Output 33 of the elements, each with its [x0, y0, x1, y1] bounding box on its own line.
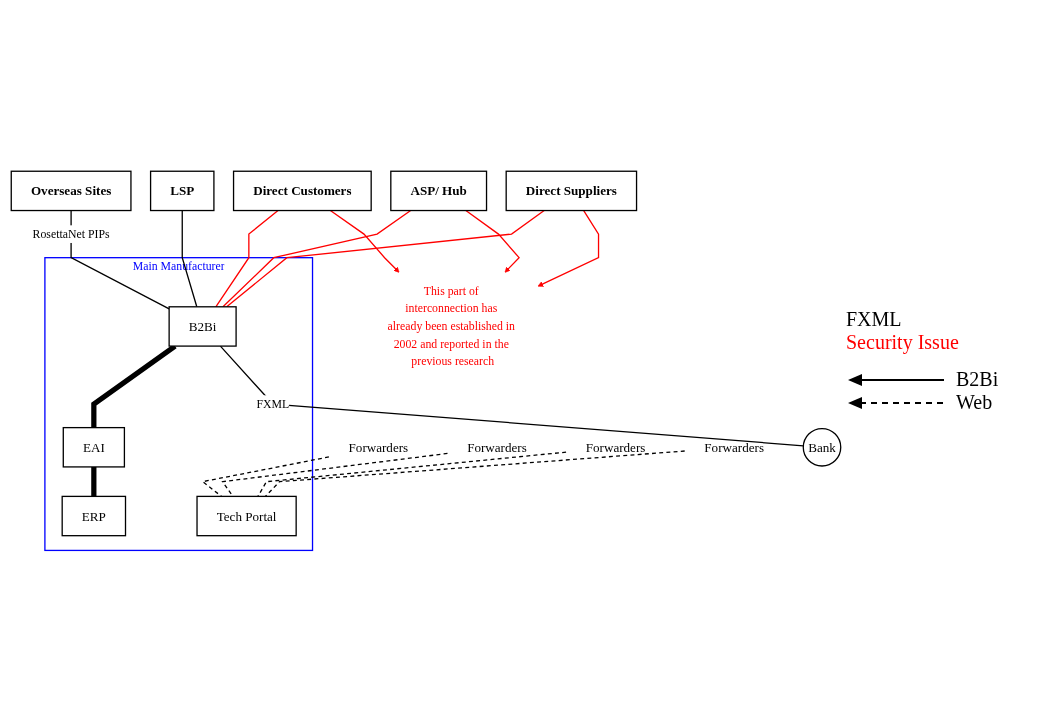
node-box: Direct Suppliers: [505, 170, 638, 212]
connector: [91, 344, 177, 428]
connector: [222, 210, 412, 308]
connector: [226, 210, 545, 308]
node-text: Forwarders: [348, 440, 409, 455]
node-box: EAI: [62, 427, 126, 468]
node-text: Forwarders: [585, 440, 646, 455]
node-text: Forwarders: [467, 440, 527, 455]
arrow: [465, 210, 520, 273]
connector: [219, 345, 804, 447]
note-text: FXML: [846, 308, 903, 331]
note-text: Security Issue: [846, 331, 960, 354]
legend-text: Web: [956, 391, 993, 414]
arrow: [329, 210, 400, 273]
node-text: This part of interconnection has already been established in 2002 and reported in the previous research: [387, 284, 515, 369]
node-circle: Bank: [802, 428, 842, 467]
node-box: ERP: [61, 495, 127, 537]
legend-text: B2Bi: [956, 368, 999, 391]
edge-label: RosettaNet PIPs: [32, 227, 110, 241]
node-text: Forwarders: [704, 440, 764, 455]
connector: [215, 210, 279, 308]
node-box: Overseas Sites: [10, 170, 132, 212]
connector: [181, 210, 198, 308]
connector: [264, 450, 686, 498]
arrow: [537, 210, 600, 287]
node-box: Tech Portal: [196, 495, 297, 537]
node-box: LSP: [149, 170, 215, 212]
edge-label: FXML: [256, 397, 290, 411]
node-box: Direct Customers: [232, 170, 372, 212]
connector: [70, 210, 170, 310]
node-box: B2Bi: [168, 306, 237, 347]
connector: [91, 467, 97, 497]
node-box: ASP/ Hub: [390, 170, 488, 212]
